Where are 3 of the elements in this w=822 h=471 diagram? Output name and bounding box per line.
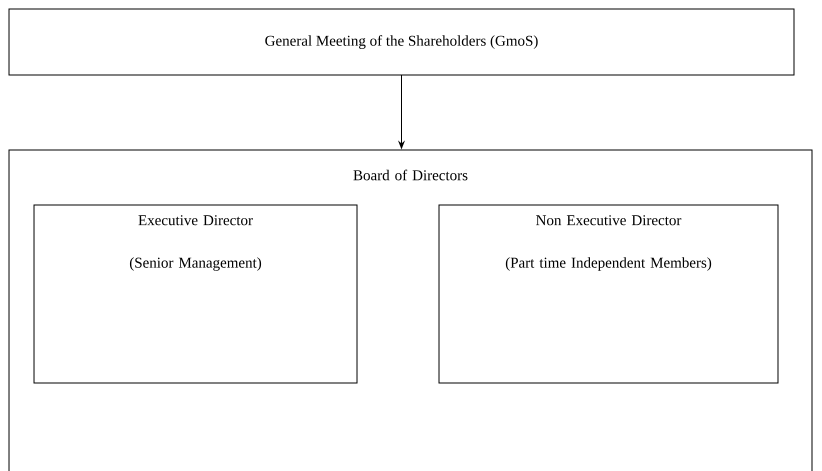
director-box: Non Executive Director (Part time Independent Members) xyxy=(438,204,778,384)
meeting-box: General Meeting of the Shareholders (GmoS) xyxy=(8,8,794,76)
director-box: Executive Director (Senior Management) xyxy=(34,204,358,384)
